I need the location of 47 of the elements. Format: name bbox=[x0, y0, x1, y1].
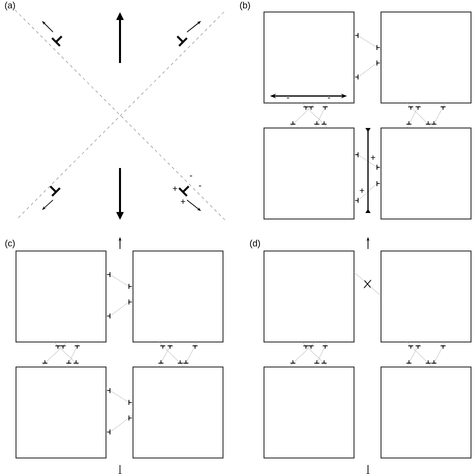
panel-label: + bbox=[370, 155, 376, 160]
panel-label: + bbox=[180, 199, 186, 204]
slip-line bbox=[106, 414, 134, 436]
slip-line bbox=[314, 102, 328, 128]
grain-box bbox=[264, 12, 354, 104]
slip-line bbox=[158, 342, 184, 368]
slip-line bbox=[106, 298, 134, 320]
slip-line bbox=[406, 102, 432, 128]
grain-box bbox=[380, 12, 472, 104]
slip-line bbox=[406, 342, 420, 368]
slip-line bbox=[288, 102, 316, 128]
slip-line bbox=[406, 342, 432, 368]
slip-line bbox=[354, 272, 382, 296]
slip-line bbox=[354, 32, 382, 50]
grain-box bbox=[380, 128, 472, 220]
slip-line bbox=[106, 388, 134, 406]
panel-label: + bbox=[172, 186, 178, 191]
panel-label: (b) bbox=[240, 2, 250, 10]
slip-line bbox=[54, 342, 80, 368]
grain-box bbox=[264, 366, 354, 458]
slip-line bbox=[106, 272, 134, 290]
slip-line bbox=[66, 342, 80, 368]
slip-line bbox=[40, 342, 68, 368]
grain-box bbox=[132, 366, 224, 458]
slip-line bbox=[158, 342, 172, 368]
slip-line bbox=[406, 102, 420, 128]
grain-box bbox=[132, 250, 224, 342]
panel-label: (d) bbox=[250, 240, 260, 248]
slip-line bbox=[314, 342, 328, 368]
slip-line bbox=[302, 342, 328, 368]
panel-label: + bbox=[360, 188, 364, 193]
slip-line bbox=[354, 152, 382, 170]
grain-box bbox=[380, 366, 472, 458]
slip-line bbox=[354, 180, 382, 204]
slip-line bbox=[302, 102, 328, 128]
grain-box bbox=[264, 250, 354, 342]
slip-line bbox=[432, 102, 446, 128]
slip-line bbox=[354, 60, 382, 80]
slip-line bbox=[288, 342, 316, 368]
grain-box bbox=[264, 128, 354, 220]
panel-label: (c) bbox=[5, 240, 15, 248]
grain-box bbox=[16, 366, 106, 458]
panel-label: (a) bbox=[5, 2, 15, 10]
grain-box bbox=[380, 250, 472, 342]
slip-line bbox=[184, 342, 198, 368]
grain-box bbox=[16, 250, 106, 342]
slip-line bbox=[432, 342, 446, 368]
